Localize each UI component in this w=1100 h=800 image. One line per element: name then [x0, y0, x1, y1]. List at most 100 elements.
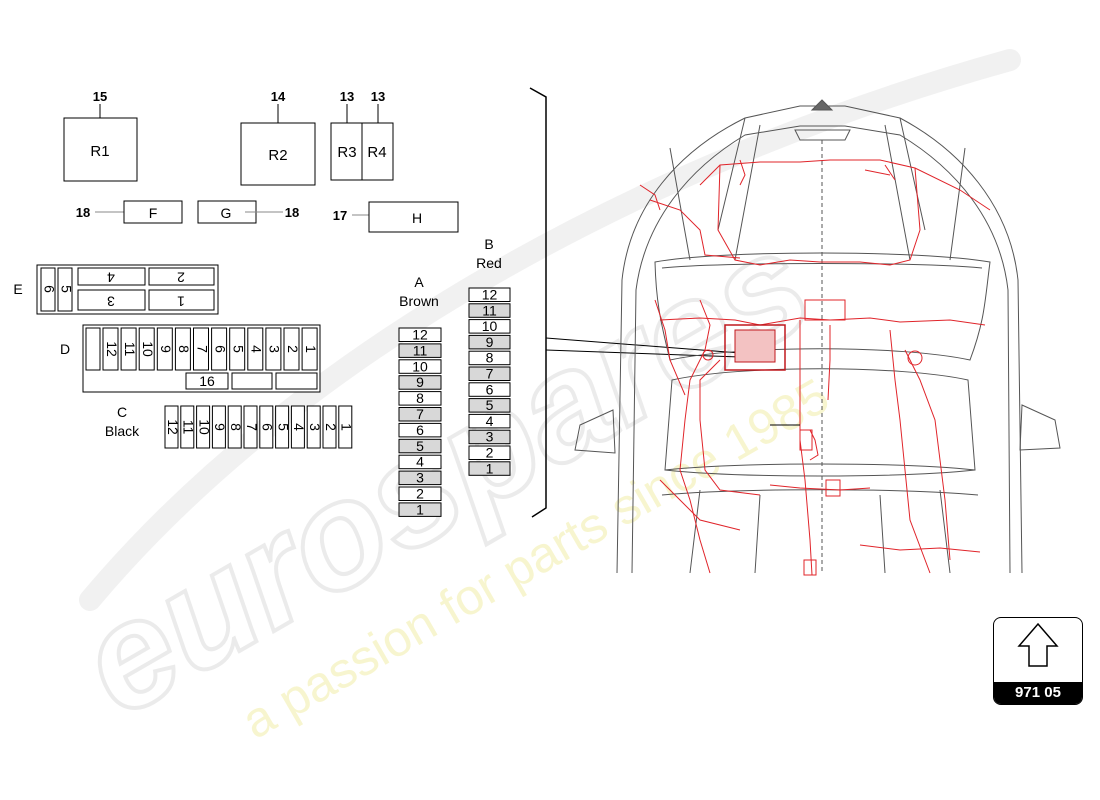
svg-text:R4: R4	[367, 144, 386, 161]
connector-slot-number: 8	[176, 345, 192, 353]
relay-r2: 14 R2	[240, 89, 316, 186]
connector-slot-number: 10	[482, 318, 498, 334]
connector-slot-number: 4	[416, 454, 424, 470]
connector-slot	[180, 405, 195, 449]
svg-text:D: D	[60, 341, 70, 357]
svg-text:16: 16	[199, 373, 215, 389]
svg-text:E: E	[13, 281, 22, 297]
svg-text:17: 17	[333, 208, 347, 223]
connector-slot	[211, 405, 226, 449]
connector-slot	[398, 438, 442, 454]
svg-text:13: 13	[371, 89, 385, 104]
svg-text:Brown: Brown	[399, 293, 439, 309]
connector-slot	[398, 407, 442, 422]
connector-slot	[398, 375, 442, 390]
connector-slot	[398, 422, 442, 438]
connector-slot	[398, 343, 442, 358]
connector-slot-number: 12	[165, 419, 181, 435]
svg-text:3: 3	[107, 293, 115, 309]
diagram-number-badge: 971 05	[993, 617, 1083, 705]
connector-slot-number: 4	[249, 345, 265, 353]
connector-slot-number: 9	[486, 334, 494, 350]
connector-slot-number: 1	[486, 460, 494, 476]
connector-slot-number: 7	[486, 365, 494, 381]
connector-slot-number: 9	[158, 345, 174, 353]
connector-slot-number: 5	[275, 423, 291, 431]
svg-text:A: A	[414, 274, 424, 290]
connector-slot	[247, 327, 264, 371]
connector-slot-number: 10	[412, 358, 428, 374]
connector-slot-number: 6	[486, 381, 494, 397]
svg-text:F: F	[149, 205, 158, 221]
connector-slot-number: 10	[196, 419, 212, 435]
connector-slot-number: 1	[416, 501, 424, 517]
svg-text:R3: R3	[337, 144, 356, 161]
connector-slot-number: 12	[412, 326, 428, 342]
connector-slot-number: 7	[244, 423, 260, 431]
svg-text:18: 18	[285, 205, 299, 220]
wiring-harness	[639, 159, 991, 576]
svg-text:18: 18	[76, 205, 90, 220]
watermark: eurospares a passion for parts since 198…	[50, 49, 1021, 750]
connector-slot-number: 1	[303, 345, 319, 353]
connector-slot	[398, 470, 442, 486]
connector-slot-number: 2	[285, 345, 301, 353]
module-f: 18 F	[76, 200, 183, 224]
connector-slot	[174, 327, 191, 371]
connector-slot	[322, 405, 337, 449]
svg-text:R1: R1	[90, 143, 109, 160]
connector-slot-number: 2	[416, 485, 424, 501]
connector-slot-number: 2	[486, 444, 494, 460]
connector-slot	[301, 327, 318, 371]
connector-slot-number: 5	[230, 345, 246, 353]
connector-slot-number: 3	[486, 429, 494, 445]
relay-r3-r4: 13 13 R3 R4	[330, 89, 394, 181]
connector-slot-number: 8	[486, 350, 494, 366]
svg-text:H: H	[412, 210, 422, 226]
connector-slot	[468, 287, 511, 302]
connector-slot	[211, 327, 228, 371]
connector-slot-number: 12	[482, 286, 498, 302]
connector-slot	[468, 445, 511, 460]
connector-slot	[338, 405, 353, 449]
connector-slot	[265, 327, 282, 371]
connector-slot-number: 8	[228, 423, 244, 431]
connector-slot	[196, 405, 211, 449]
connector-slot	[398, 391, 442, 406]
module-h: 17 H	[333, 201, 459, 233]
connector-slot	[468, 413, 511, 429]
connector-slot	[229, 327, 246, 371]
connector-slot-number: 10	[140, 341, 156, 357]
svg-text:Black: Black	[105, 423, 140, 439]
connector-slot	[468, 319, 511, 334]
connector-slot-number: 4	[291, 423, 307, 431]
connector-slot	[468, 334, 511, 350]
svg-text:4: 4	[107, 269, 115, 285]
connector-slot	[283, 327, 300, 371]
connector-slot	[259, 405, 274, 449]
svg-text:G: G	[221, 205, 232, 221]
connector-slot	[468, 398, 511, 413]
connector-slot	[468, 382, 511, 397]
connector-e: E 6 5 4 2 3 1	[13, 264, 219, 315]
diagram-number: 971 05	[994, 682, 1082, 704]
connector-slot-number: 5	[486, 397, 494, 413]
connector-slot	[102, 327, 119, 371]
connector-slot-number: 9	[416, 374, 424, 390]
connector-slot	[227, 405, 242, 449]
connector-slot-number: 3	[267, 345, 283, 353]
svg-text:5: 5	[58, 285, 74, 293]
svg-text:R2: R2	[268, 147, 287, 164]
connector-slot-number: 3	[416, 470, 424, 486]
connector-slot	[398, 502, 442, 517]
connector-slot	[156, 327, 173, 371]
module-g: G 18	[197, 200, 299, 224]
svg-text:15: 15	[93, 89, 107, 104]
svg-text:6: 6	[41, 285, 57, 293]
connector-slot-number: 7	[416, 406, 424, 422]
